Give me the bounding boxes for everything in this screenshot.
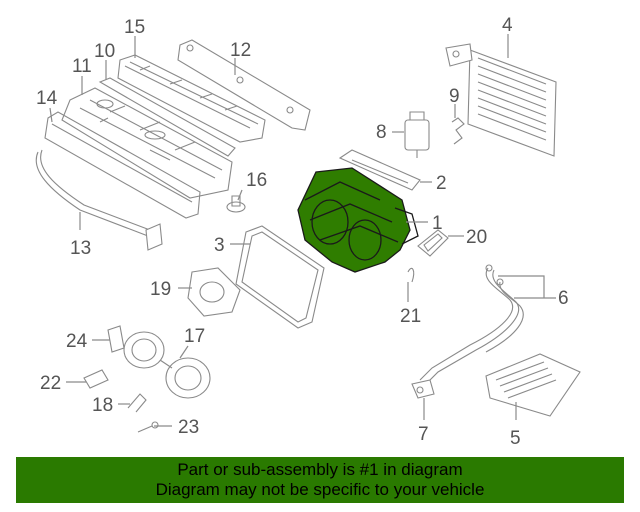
valve-part <box>411 379 435 399</box>
callout-2[interactable]: 2 <box>436 173 447 194</box>
callout-3[interactable]: 3 <box>214 235 225 256</box>
callout-10[interactable]: 10 <box>94 41 115 62</box>
parts-diagram: 1 2 3 4 5 6 7 8 9 10 11 12 13 14 15 16 1… <box>35 15 581 449</box>
hvac-housing-part-highlighted <box>297 167 419 273</box>
blower-housing-part <box>187 267 241 317</box>
seal-strip-part <box>98 77 236 157</box>
seal-hose-part <box>35 149 163 251</box>
gasket-part <box>417 229 449 257</box>
screw-part <box>137 421 159 433</box>
callout-14[interactable]: 14 <box>36 88 58 109</box>
callout-4[interactable]: 4 <box>502 15 513 36</box>
callout-19[interactable]: 19 <box>150 279 171 300</box>
callout-11[interactable]: 11 <box>72 56 92 77</box>
callout-24[interactable]: 24 <box>66 331 88 352</box>
notice-banner: Part or sub-assembly is #1 in diagram Di… <box>16 457 624 503</box>
callout-15[interactable]: 15 <box>124 17 145 38</box>
seal-part <box>338 149 421 191</box>
sensor-small-part <box>83 369 109 389</box>
gasket-frame-part <box>44 111 201 219</box>
callout-23[interactable]: 23 <box>178 417 199 438</box>
callout-7[interactable]: 7 <box>418 424 429 445</box>
callout-13[interactable]: 13 <box>70 238 91 259</box>
bracket-strip-part <box>177 39 311 131</box>
resistor-part <box>107 325 125 353</box>
clip-part <box>226 195 246 213</box>
evaporator-core-part <box>445 43 557 157</box>
spring-clip-part <box>451 117 465 145</box>
blower-motor-part <box>123 331 211 399</box>
banner-line-2: Diagram may not be specific to your vehi… <box>155 480 485 499</box>
callout-17[interactable]: 17 <box>184 326 205 347</box>
leader-lines <box>49 34 556 427</box>
callout-18[interactable]: 18 <box>92 395 113 416</box>
banner-line-1: Part or sub-assembly is #1 in diagram <box>177 460 463 479</box>
callout-12[interactable]: 12 <box>230 40 251 61</box>
callout-20[interactable]: 20 <box>466 227 487 248</box>
refrigerant-pipes-part <box>419 264 524 385</box>
sensor-part <box>404 111 430 158</box>
callout-16[interactable]: 16 <box>246 170 267 191</box>
callout-8[interactable]: 8 <box>376 122 387 143</box>
heater-core-part <box>485 353 581 417</box>
seal-frame-part <box>235 225 325 329</box>
callout-21[interactable]: 21 <box>400 306 421 327</box>
cowl-lower-panel-part <box>61 87 233 199</box>
callout-1[interactable]: 1 <box>432 213 443 234</box>
bracket-part <box>127 393 147 413</box>
drain-hose-part <box>407 267 415 283</box>
callout-22[interactable]: 22 <box>40 373 61 394</box>
callout-6[interactable]: 6 <box>558 288 569 309</box>
callout-5[interactable]: 5 <box>510 428 521 449</box>
callout-9[interactable]: 9 <box>449 86 460 107</box>
